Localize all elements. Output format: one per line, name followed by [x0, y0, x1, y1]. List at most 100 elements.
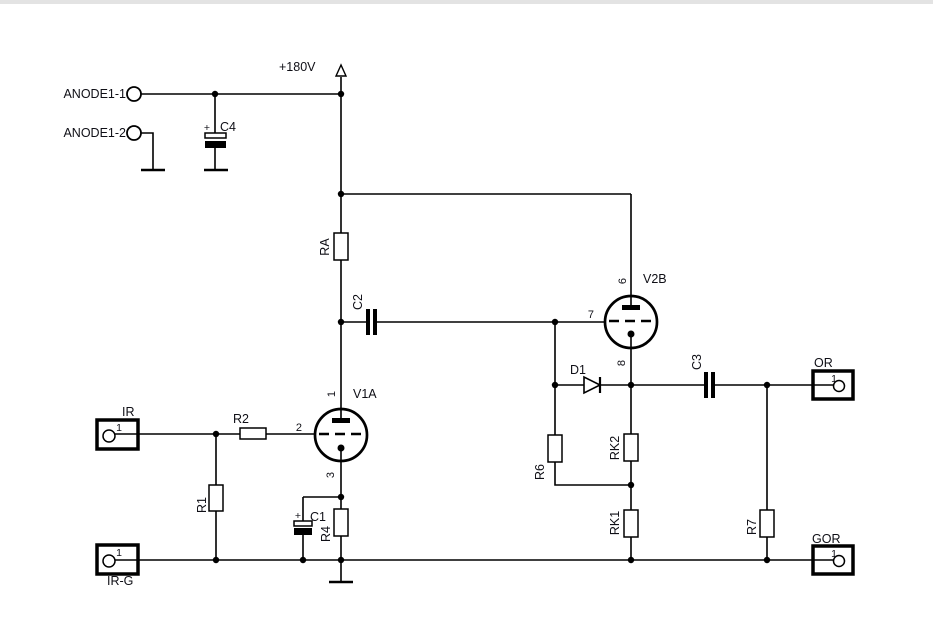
- polarity-plus-label: +: [295, 510, 301, 522]
- junction-dot: [627, 556, 635, 564]
- net-r6-wires: [554, 385, 631, 486]
- resistor-label: R2: [233, 412, 249, 426]
- resistor-body-icon: [239, 427, 267, 440]
- resistor-r1: R1: [195, 484, 224, 513]
- pin-number: 2: [296, 422, 302, 434]
- connector-pad-icon: [102, 429, 116, 443]
- resistor-r6: R6: [533, 434, 563, 480]
- capacitor-label: C1: [310, 510, 326, 524]
- resistor-body-icon: [333, 508, 349, 537]
- junction-dot: [337, 190, 345, 198]
- net-hv-wires: [141, 77, 632, 418]
- pin-number: 6: [617, 278, 629, 284]
- junction-dot: [551, 318, 559, 326]
- capacitor-plate-icon: [373, 309, 377, 335]
- resistor-body-icon: [208, 484, 224, 512]
- terminal-label: ANODE1-2: [63, 126, 126, 140]
- net-v1a-cathode-wires: [302, 448, 342, 582]
- capacitor-plate-icon: [293, 520, 313, 527]
- connector-pin-number: 1: [116, 422, 122, 434]
- terminal-anode1-1: ANODE1-1: [63, 86, 142, 102]
- resistor-r7: R7: [745, 509, 775, 538]
- resistor-label: RA: [318, 238, 332, 256]
- resistor-body-icon: [759, 509, 775, 538]
- connector-label: OR: [814, 356, 833, 370]
- net-d1-wires: [555, 334, 632, 386]
- terminal-label: ANODE1-1: [63, 87, 126, 101]
- capacitor-plate-icon: [711, 372, 715, 398]
- resistor-label: RK2: [608, 436, 622, 460]
- capacitor-c2: C2: [351, 294, 377, 335]
- terminal-circle-icon: [126, 86, 142, 102]
- diode-d1: D1: [570, 363, 602, 395]
- capacitor-c4: + C4: [204, 120, 236, 148]
- connector-gor: 1 GOR: [811, 532, 855, 576]
- junction-dot: [337, 318, 345, 326]
- resistor-ra: RA: [318, 232, 349, 261]
- junction-dot: [627, 481, 635, 489]
- resistor-rk2: RK2: [608, 433, 639, 462]
- capacitor-plate-icon: [205, 141, 226, 148]
- connector-pad-icon: [102, 554, 116, 568]
- ground-symbols: [141, 168, 353, 584]
- connector-label: IR: [122, 405, 135, 419]
- junction-dot: [212, 556, 220, 564]
- terminal-circle-icon: [126, 125, 142, 141]
- resistor-body-icon: [547, 434, 563, 463]
- net-input-wires: [138, 433, 315, 560]
- resistor-rk1: RK1: [608, 509, 639, 538]
- resistor-body-icon: [333, 232, 349, 261]
- connector-pad-icon: [832, 554, 846, 568]
- connector-pin-number: 1: [831, 373, 837, 385]
- resistor-label: RK1: [608, 511, 622, 535]
- page-top-edge: [0, 0, 933, 4]
- capacitor-label: C3: [690, 354, 704, 370]
- capacitor-label: C2: [351, 294, 365, 310]
- junction-dot: [337, 90, 345, 98]
- capacitor-label: C4: [220, 120, 236, 134]
- capacitor-plate-icon: [366, 309, 370, 335]
- terminal-anode1-2: ANODE1-2: [63, 125, 142, 141]
- power-arrow-icon: [334, 63, 348, 77]
- connector-ir-g: 1 IR-G: [95, 543, 140, 588]
- connector-pin-number: 1: [116, 547, 122, 559]
- connector-pin-number: 1: [831, 548, 837, 560]
- tube-label: V2B: [643, 272, 667, 286]
- power-net-label: +180V: [279, 60, 316, 74]
- connector-pad-icon: [832, 379, 846, 393]
- tube-cathode-icon: [627, 330, 635, 338]
- resistor-label: R4: [319, 526, 333, 542]
- net-anode1-2-wire: [141, 132, 154, 170]
- tube-envelope-icon: [313, 407, 369, 463]
- pin-number: 3: [325, 472, 337, 478]
- pin-number: 7: [588, 309, 594, 321]
- power-symbol-180v: +180V: [279, 60, 348, 77]
- tube-anode-icon: [622, 305, 640, 310]
- tube-v1a: 1 2 3 V1A: [296, 387, 377, 478]
- diode-triangle-icon: [583, 375, 602, 395]
- connector-or: 1 OR: [811, 356, 855, 401]
- capacitor-plate-icon: [704, 372, 708, 398]
- junction-dot: [763, 381, 771, 389]
- capacitor-plate-icon: [204, 132, 227, 139]
- tube-cathode-icon: [337, 444, 345, 452]
- junction-dots: [211, 90, 771, 564]
- pin-number: 1: [326, 391, 338, 397]
- connector-label: GOR: [812, 532, 840, 546]
- junction-dot: [299, 556, 307, 564]
- capacitor-c3: C3: [690, 354, 715, 398]
- resistor-label: R6: [533, 464, 547, 480]
- net-output-wires: [631, 384, 813, 560]
- tube-anode-icon: [332, 418, 350, 423]
- resistor-label: R7: [745, 519, 759, 535]
- junction-dot: [763, 556, 771, 564]
- junction-dot: [627, 381, 635, 389]
- tube-v2b: 6 7 8 V2B: [588, 272, 667, 366]
- net-c2-output-wire: [341, 321, 605, 385]
- connector-label: IR-G: [107, 574, 133, 588]
- diode-label: D1: [570, 363, 586, 377]
- connector-ir: 1 IR: [95, 405, 140, 451]
- resistor-label: R1: [195, 497, 209, 513]
